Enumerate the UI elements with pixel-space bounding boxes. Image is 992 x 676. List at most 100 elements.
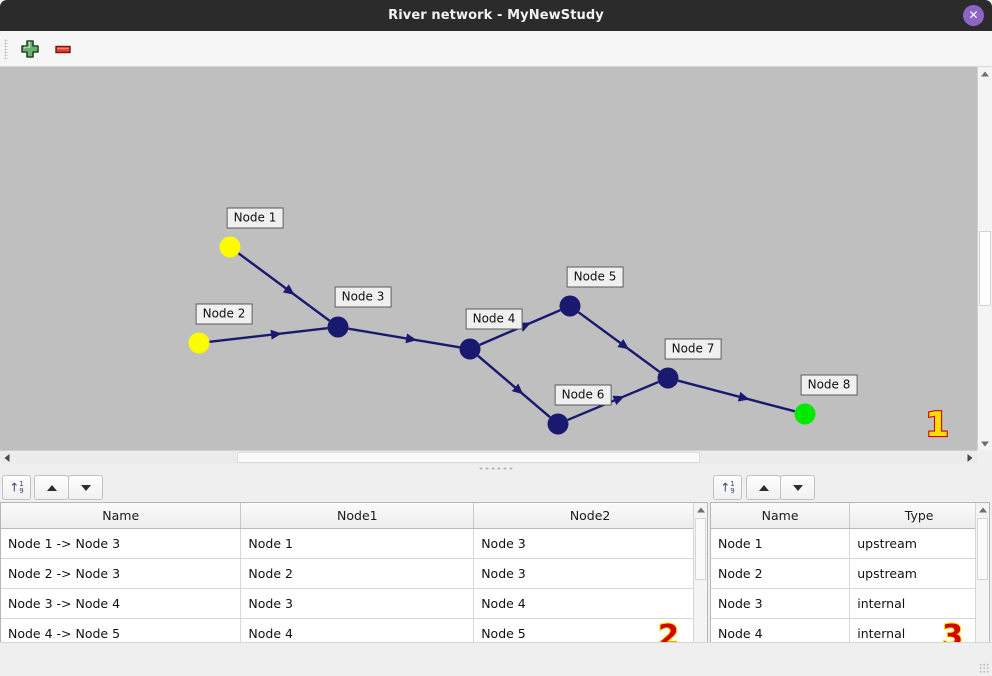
network-node-node-5[interactable] (559, 295, 581, 317)
table-cell[interactable]: Node 4 (473, 588, 707, 619)
nodes-table-scrollbar[interactable] (975, 503, 989, 660)
title-bar: River network - MyNewStudy ✕ (0, 0, 992, 31)
scrollbar-corner (977, 450, 992, 464)
scroll-up-icon[interactable] (978, 67, 992, 81)
nodes-move-down-icon[interactable] (780, 475, 815, 500)
table-cell[interactable]: Node 1 -> Node 3 (1, 528, 242, 559)
table-cell[interactable]: Node 3 (711, 588, 851, 619)
network-edge[interactable] (209, 327, 328, 343)
network-node-node-4[interactable] (459, 338, 481, 360)
table-cell[interactable]: Node 3 (240, 588, 475, 619)
scroll-right-icon[interactable] (963, 451, 977, 464)
column-header-node1[interactable]: Node1 (240, 503, 475, 529)
nodes-scroll-up-icon[interactable] (976, 503, 989, 517)
scroll-down-icon[interactable] (978, 437, 992, 451)
canvas-horizontal-scroll-thumb[interactable] (237, 452, 700, 463)
scroll-left-icon[interactable] (0, 451, 14, 464)
close-icon[interactable]: ✕ (963, 5, 984, 26)
network-node-label-node-8[interactable]: Node 8 (800, 374, 858, 396)
edge-arrow-icon (617, 338, 630, 350)
network-node-node-1[interactable] (219, 236, 241, 258)
table-cell[interactable]: Node 3 -> Node 4 (1, 588, 242, 619)
network-node-label-node-4[interactable]: Node 4 (465, 308, 523, 330)
table-cell[interactable]: Node 2 -> Node 3 (1, 558, 242, 589)
network-node-label-node-5[interactable]: Node 5 (566, 266, 624, 288)
network-edges (209, 252, 796, 422)
table-cell[interactable]: Node 1 (711, 528, 851, 559)
column-header-type[interactable]: Type (849, 503, 989, 529)
annotation-number-1: 1 (924, 404, 950, 446)
splitter-handle[interactable] (478, 467, 514, 470)
network-edge[interactable] (677, 379, 796, 413)
column-header-node2[interactable]: Node2 (473, 503, 707, 529)
network-edge[interactable] (348, 327, 460, 349)
edge-arrow-icon (511, 383, 524, 395)
network-node-label-node-7[interactable]: Node 7 (664, 338, 722, 360)
network-node-node-6[interactable] (547, 413, 569, 435)
table-cell[interactable]: upstream (849, 558, 989, 589)
network-edge[interactable] (237, 252, 331, 322)
network-edge[interactable] (567, 380, 659, 422)
network-node-label-node-3[interactable]: Node 3 (334, 286, 392, 308)
edge-arrow-icon (737, 391, 750, 402)
table-cell[interactable]: Node 2 (240, 558, 475, 589)
links-move-down-icon[interactable] (68, 475, 103, 500)
network-node-node-2[interactable] (188, 332, 210, 354)
network-edge[interactable] (477, 354, 551, 419)
edge-arrow-icon (282, 284, 295, 295)
nodes-move-up-icon[interactable] (746, 475, 781, 500)
main-toolbar (0, 31, 992, 67)
column-header-name[interactable]: Name (1, 503, 242, 529)
network-node-label-node-6[interactable]: Node 6 (554, 384, 612, 406)
table-cell[interactable]: Node 3 (473, 528, 707, 559)
canvas-vertical-scroll-thumb[interactable] (979, 231, 991, 306)
canvas-horizontal-scrollbar[interactable] (0, 450, 977, 464)
resize-grip[interactable] (979, 663, 989, 673)
network-canvas[interactable]: Node 1 Node 2 Node 3 Node 4 Node 5 Node 6 Node… (0, 66, 992, 464)
links-move-up-icon[interactable] (34, 475, 69, 500)
links-table-scroll-thumb[interactable] (695, 518, 706, 580)
network-node-node-8[interactable] (794, 403, 816, 425)
edge-arrow-icon (270, 329, 282, 340)
network-node-label-node-1[interactable]: Node 1 (226, 207, 284, 229)
table-cell[interactable]: Node 2 (711, 558, 851, 589)
links-scroll-up-icon[interactable] (694, 503, 707, 517)
panel-splitter[interactable] (0, 464, 992, 473)
network-node-node-7[interactable] (657, 367, 679, 389)
table-cell[interactable]: Node 3 (473, 558, 707, 589)
table-cell[interactable]: internal (849, 588, 989, 619)
delete-node-icon[interactable] (51, 37, 75, 61)
canvas-vertical-scrollbar[interactable] (977, 67, 992, 451)
network-node-node-3[interactable] (327, 316, 349, 338)
window-title: River network - MyNewStudy (388, 8, 604, 23)
toolbar-drag-handle[interactable] (4, 39, 8, 59)
network-edge[interactable] (577, 311, 661, 373)
network-node-label-node-2[interactable]: Node 2 (195, 303, 253, 325)
column-header-name[interactable]: Name (711, 503, 851, 529)
table-cell[interactable]: upstream (849, 528, 989, 559)
river-network-diagram[interactable]: Node 1 Node 2 Node 3 Node 4 Node 5 Node 6 Node… (0, 67, 977, 451)
nodes-table-scroll-thumb[interactable] (977, 518, 988, 580)
links-table-scrollbar[interactable] (693, 503, 707, 660)
add-node-icon[interactable] (18, 37, 42, 61)
table-cell[interactable]: Node 1 (240, 528, 475, 559)
